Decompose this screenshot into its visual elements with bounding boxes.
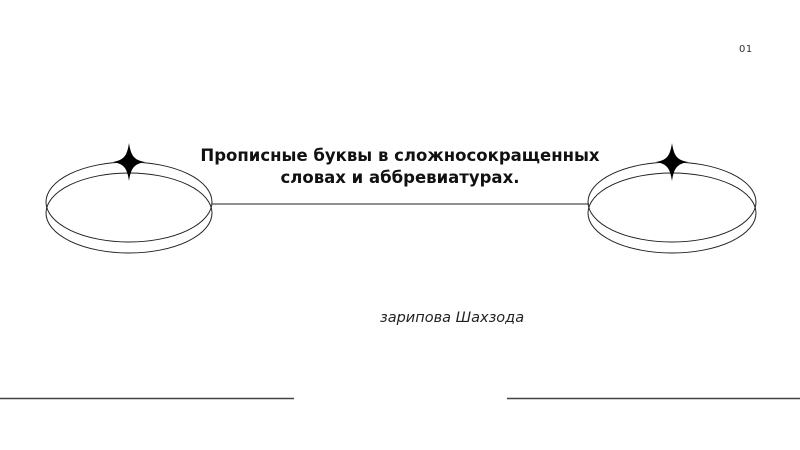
title-line-1: Прописные буквы в сложносокращенных: [200, 146, 600, 165]
left-sparkle-icon: [113, 143, 145, 181]
author-name: зарипова Шахзода: [380, 310, 525, 326]
page-number: 01: [739, 44, 753, 55]
slide-title: Прописные буквы в сложносокращенных слов…: [150, 145, 650, 189]
title-line-2: словах и аббревиатурах.: [280, 168, 520, 187]
right-sparkle-icon: [656, 143, 688, 181]
